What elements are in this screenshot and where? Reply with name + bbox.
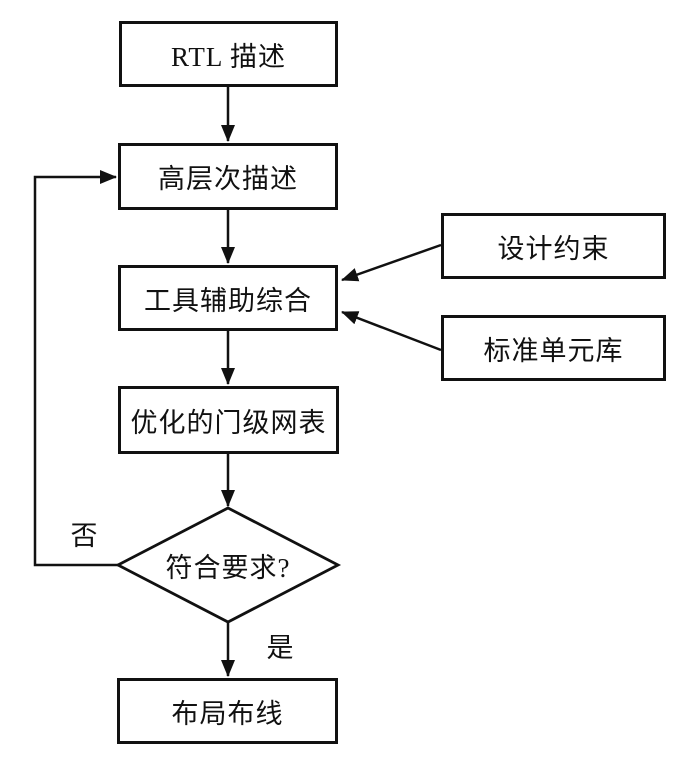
node-standard-cell-library-label: 标准单元库 — [483, 335, 624, 366]
node-optimized-gate-netlist-label: 优化的门级网表 — [130, 407, 327, 438]
node-decision-meets-requirements: 符合要求? — [118, 547, 338, 583]
decision-diamond-shape — [114, 506, 342, 624]
arrow-stdcell-to-synthesis — [341, 310, 442, 352]
node-rtl-description: RTL 描述 — [119, 21, 338, 87]
edge-label-no-text: 否 — [70, 520, 98, 551]
node-tool-assisted-synthesis: 工具辅助综合 — [118, 265, 338, 331]
edge-label-yes: 是 — [258, 626, 302, 664]
node-design-constraints: 设计约束 — [441, 213, 666, 279]
node-rtl-description-label: RTL 描述 — [170, 41, 287, 72]
node-design-constraints-label: 设计约束 — [497, 233, 610, 264]
node-place-and-route: 布局布线 — [117, 678, 338, 744]
node-tool-assisted-synthesis-label: 工具辅助综合 — [144, 285, 312, 316]
node-high-level-description-label: 高层次描述 — [158, 164, 298, 194]
node-decision-meets-requirements-label: 符合要求? — [165, 552, 291, 583]
node-high-level-description: 高层次描述 — [118, 143, 338, 210]
arrow-constraints-to-synthesis — [341, 243, 442, 282]
node-optimized-gate-netlist: 优化的门级网表 — [118, 386, 339, 454]
edge-label-no: 否 — [62, 514, 106, 552]
edge-label-yes-text: 是 — [266, 632, 294, 663]
arrow-feedback-no-to-highlevel — [33, 170, 118, 567]
node-standard-cell-library: 标准单元库 — [441, 315, 666, 381]
node-place-and-route-label: 布局布线 — [171, 698, 284, 729]
